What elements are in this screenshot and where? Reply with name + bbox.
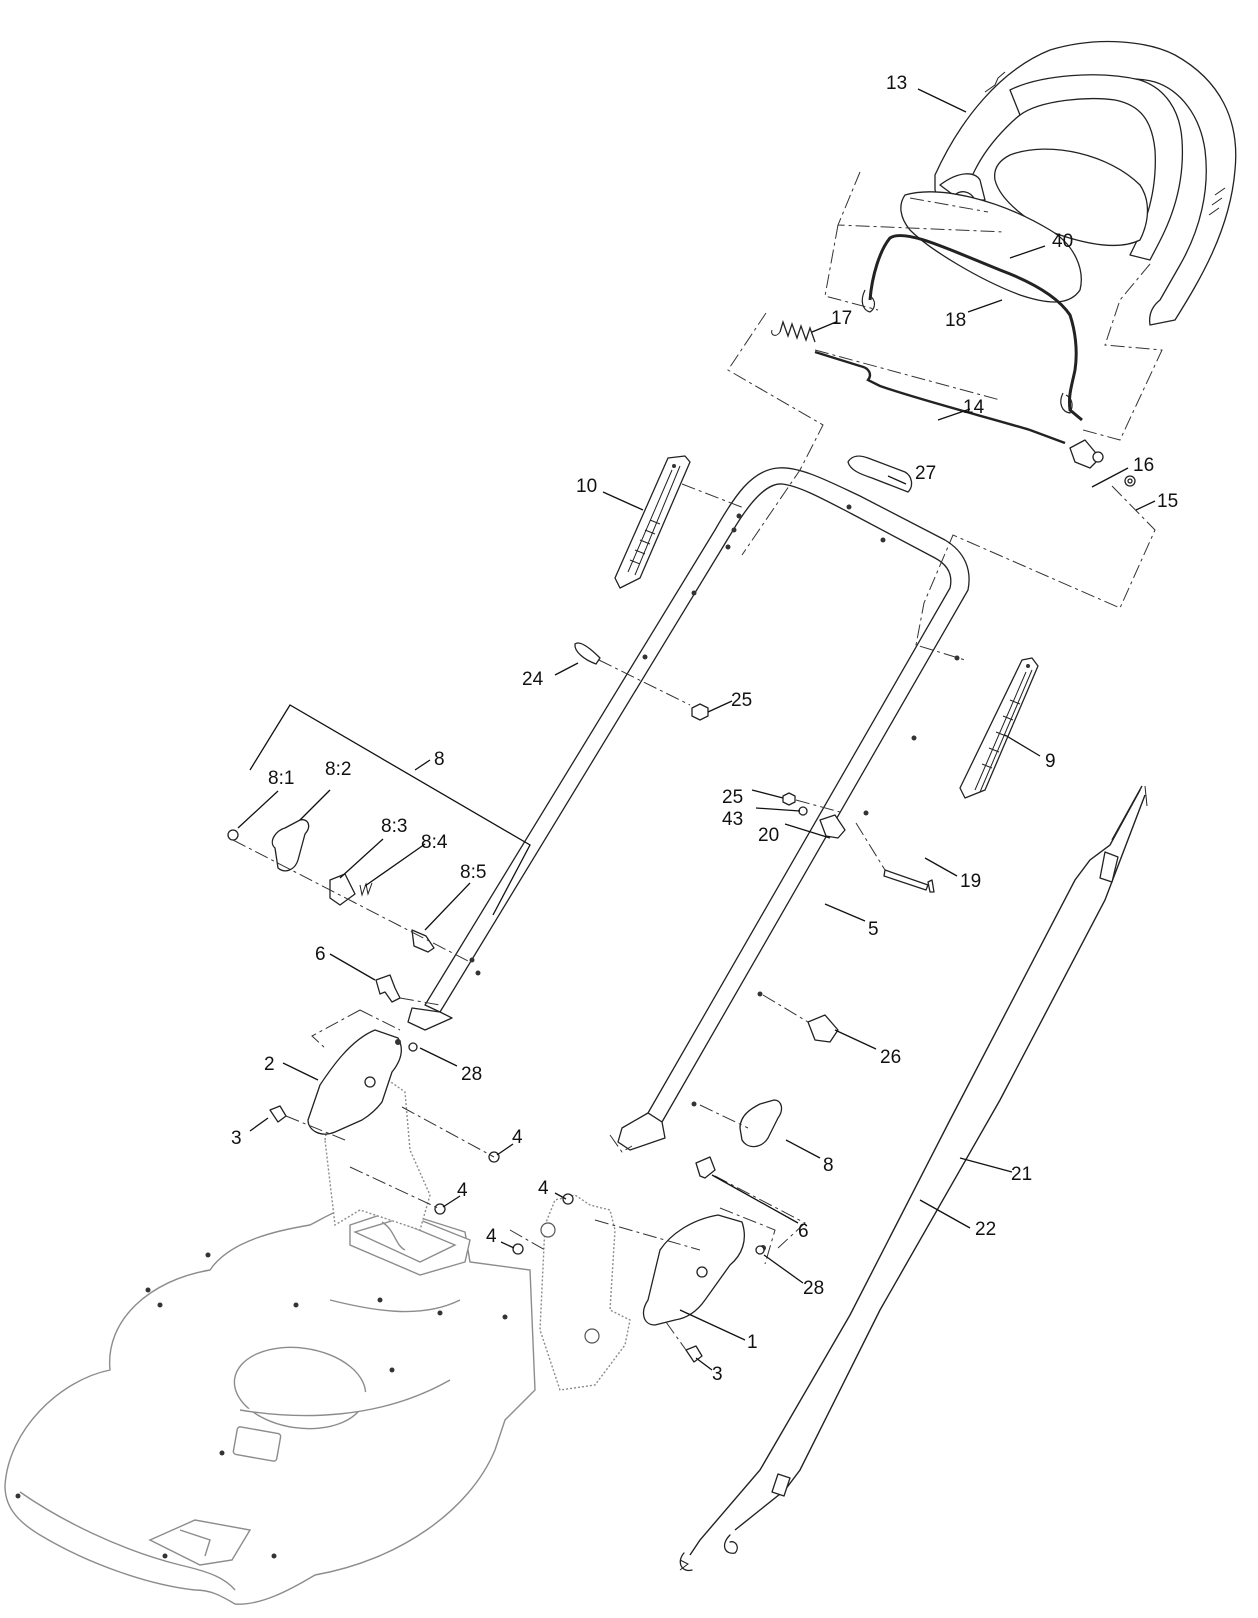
part-26 [807,1014,839,1043]
callout-28b: 28 [803,1278,824,1299]
callout-8-3: 8:3 [381,816,407,837]
cover-27 [847,455,913,493]
phantom-lines [232,171,1163,1351]
callout-13: 13 [886,73,907,94]
callout-27: 27 [915,463,936,484]
callout-10: 10 [576,476,597,497]
callout-5: 5 [868,919,879,940]
callout-6a: 6 [315,944,326,965]
cable-22 [734,794,1146,1531]
cables [679,785,1148,1572]
callout-8a: 8 [434,749,445,770]
cable-21 [689,789,1141,1556]
cable-guide-9 [959,657,1039,799]
handle-grip-13 [934,40,1237,326]
callout-8-2: 8:2 [325,759,351,780]
bail-rod-18 [868,234,1083,422]
callout-24: 24 [522,669,544,690]
nut-4-c [562,1193,574,1205]
mower-deck [4,1079,631,1605]
nut-25 [691,703,709,721]
callout-17: 17 [831,308,852,329]
callout-8b: 8 [823,1155,834,1176]
callout-4b: 4 [457,1180,468,1201]
bolt-3-left [269,1105,287,1123]
bolt-19 [883,869,929,891]
nut-28-left [408,1042,418,1052]
nut-4-b [434,1203,446,1215]
callout-22: 22 [975,1219,996,1240]
callout-8-1: 8:1 [268,768,294,789]
callout-14: 14 [963,397,985,418]
bushing-16 [1069,439,1101,469]
callout-labels: 13 40 18 17 14 16 15 27 10 24 25 9 8 8:1… [231,73,1178,1385]
callout-18: 18 [945,310,966,331]
bracket-2 [307,1029,402,1135]
callout-40: 40 [1052,231,1073,252]
cable-guide-10 [614,455,691,589]
callout-1: 1 [747,1332,758,1353]
callout-25a: 25 [731,690,752,711]
callout-25b: 25 [722,787,743,808]
callout-6b: 6 [798,1221,809,1242]
lever-8-right [739,1099,783,1148]
callout-2: 2 [264,1054,275,1075]
group-8-bracket [249,704,531,916]
callout-43: 43 [722,809,743,830]
callout-9: 9 [1045,751,1056,772]
upper-handle-tube [424,467,970,1123]
leader-lines [237,88,1156,1371]
handle-assembly [407,467,970,1151]
bolt-6-left [375,974,401,1003]
part-40 [900,191,1082,303]
callout-28a: 28 [461,1064,482,1085]
spring-17 [771,319,816,343]
callout-20: 20 [758,825,779,846]
bolt-6-right [695,1156,716,1179]
nut-4-d [512,1243,524,1255]
quick-release-8 [227,819,435,953]
callout-3a: 3 [231,1128,242,1149]
lever-8-2 [271,819,310,872]
bracket-1 [642,1214,745,1326]
callout-4d: 4 [486,1226,497,1247]
washer-43 [798,806,808,816]
bolt-3-right [685,1345,703,1363]
callout-16: 16 [1133,455,1154,476]
spring-8-4 [359,882,373,897]
callout-8-4: 8:4 [421,832,448,853]
block-20 [819,814,846,839]
callout-4a: 4 [512,1127,523,1148]
callout-4c: 4 [538,1178,549,1199]
rod-14 [814,350,1066,445]
callout-19: 19 [960,871,981,892]
callout-15: 15 [1157,491,1178,512]
nut-25-b [782,792,796,806]
callout-8-5: 8:5 [460,862,486,883]
callout-3b: 3 [712,1364,723,1385]
nut-28-right [755,1245,765,1255]
clip-24 [574,642,601,665]
callout-26: 26 [880,1047,901,1068]
callout-21: 21 [1011,1164,1032,1185]
